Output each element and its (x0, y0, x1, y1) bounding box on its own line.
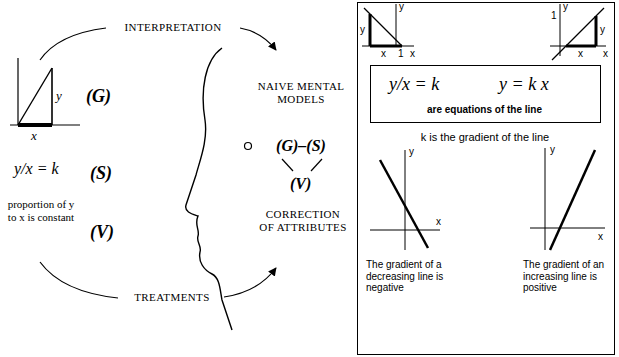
cycle-arrow (224, 268, 276, 297)
info-panel: k is the gradient of the lineThe gradien… (357, 2, 615, 355)
face-profile (186, 48, 232, 330)
axis-letter: y (409, 146, 414, 158)
cycle-arrow (240, 28, 276, 50)
small-graph (370, 150, 440, 250)
model-mark: (V) (90, 222, 114, 243)
link-stroke (282, 159, 293, 171)
link-stroke (311, 159, 322, 171)
model-mark: (S) (90, 163, 112, 184)
model-mark: (G)–(S) (256, 137, 346, 155)
gradient-note: k is the gradient of the line (358, 131, 612, 144)
axis-letter: x (598, 231, 603, 243)
axis-letter: x (31, 129, 37, 144)
equation-note: are equations of the line (371, 104, 598, 116)
model-mark: (G) (86, 86, 111, 107)
triangle-graph (10, 58, 80, 125)
axis-letter: x (410, 48, 415, 60)
equation: y = k x (499, 74, 549, 95)
verbal-note: proportion of y to x is constant (4, 198, 78, 223)
cycle-arc (40, 262, 118, 298)
model-heading: CORRECTION OF ATTRIBUTES (258, 208, 348, 233)
axis-letter: y (550, 144, 555, 156)
axis-letter: x (436, 216, 441, 228)
small-graph (362, 4, 414, 46)
axis-number: 1 (398, 48, 404, 60)
axis-letter: x (578, 48, 583, 60)
axis-letter: x (603, 48, 608, 60)
graph-caption: The gradient of a decreasing line is neg… (366, 259, 466, 294)
model-heading: NAIVE MENTAL MODELS (248, 80, 354, 105)
axis-letter: y (360, 24, 365, 36)
axis-letter: y (399, 1, 404, 13)
axis-number: 1 (551, 10, 557, 22)
axis-letter: y (600, 24, 605, 36)
cycle-label: TREATMENTS (122, 291, 222, 304)
graph-caption: The gradient of an increasing line is po… (523, 259, 609, 294)
cycle-arc (40, 28, 106, 60)
equation: y/x = k (389, 74, 439, 95)
eye-circle (245, 143, 252, 150)
axis-letter: y (56, 89, 62, 104)
model-mark: (V) (290, 175, 311, 193)
axis-letter: y (563, 1, 568, 13)
small-graph (550, 4, 606, 60)
equation: y/x = k (14, 160, 59, 178)
equation-box: y/x = k y = k x are equations of the line (370, 65, 601, 123)
axis-letter: x (381, 48, 386, 60)
small-graph (530, 148, 605, 250)
cycle-label: INTERPRETATION (110, 21, 236, 34)
